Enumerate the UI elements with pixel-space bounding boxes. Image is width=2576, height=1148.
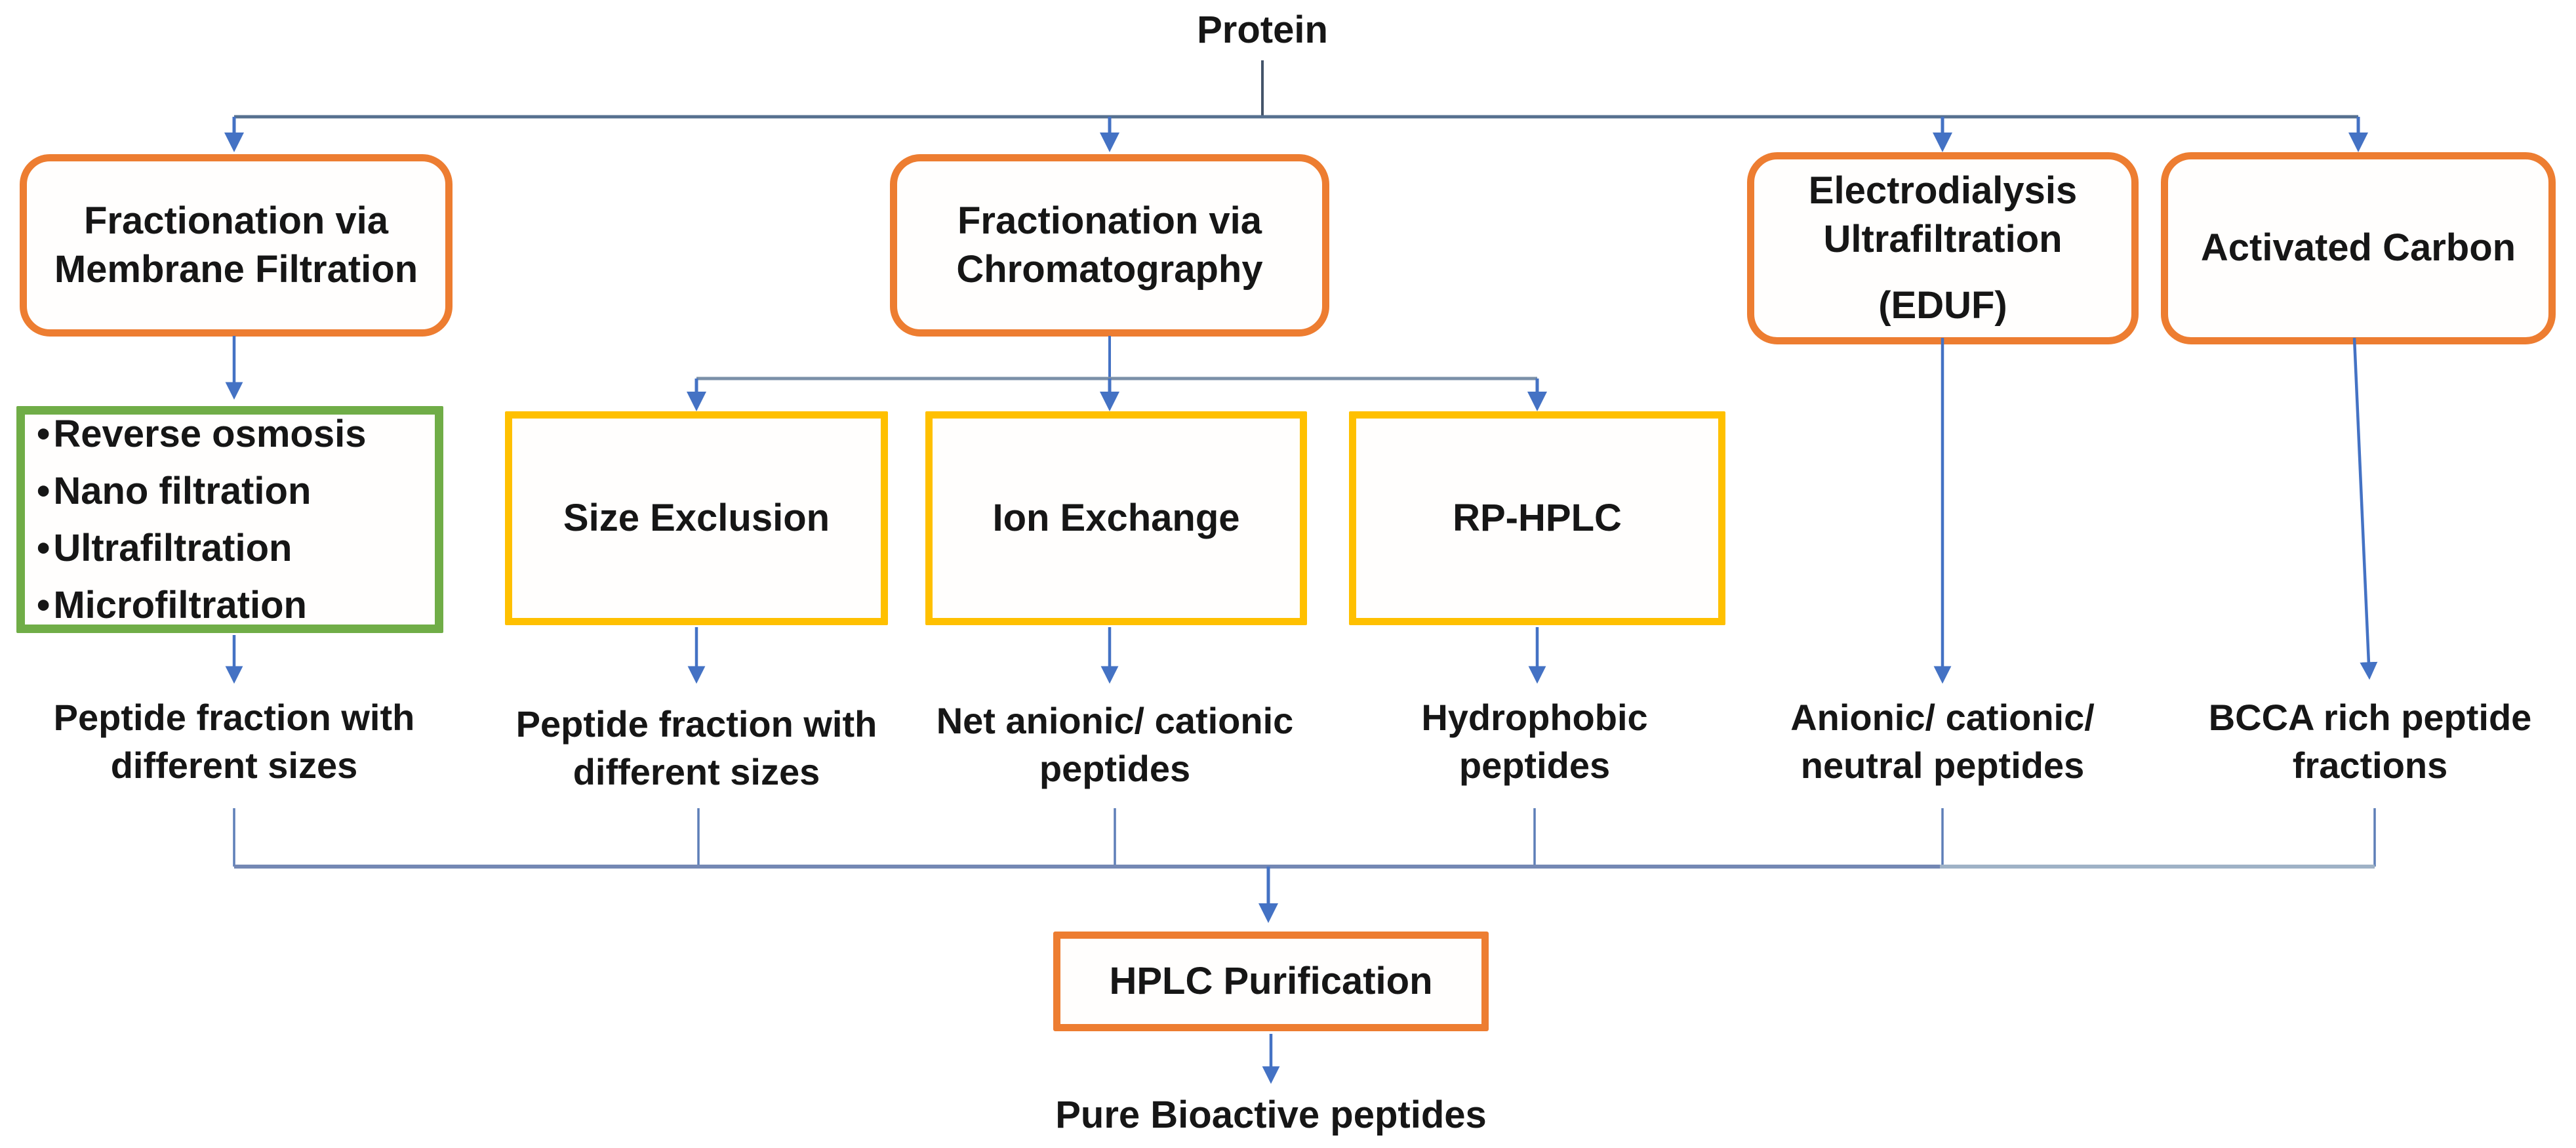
final-result-label: Pure Bioactive peptides	[1055, 1094, 1487, 1136]
outcome-eduf-line1: Anionic/ cationic/	[1790, 697, 2095, 738]
membrane-methods-list: Reverse osmosis Nano filtration Ultrafil…	[16, 406, 443, 633]
node-hplc-purification: HPLC Purification	[1053, 932, 1489, 1031]
list-item-ultrafiltration: Ultrafiltration	[37, 520, 435, 577]
node-rp-hplc: RP-HPLC	[1349, 411, 1725, 625]
node-chromatography-line1: Fractionation via	[957, 199, 1262, 242]
node-activated-carbon: Activated Carbon	[2161, 152, 2556, 344]
node-hplc-purification-label: HPLC Purification	[1109, 959, 1433, 1002]
outcome-activated-carbon-line1: BCCA rich peptide	[2208, 697, 2532, 738]
outcome-rp-hplc: Hydrophobic peptides	[1298, 694, 1771, 790]
outcome-activated-carbon-line2: fractions	[2292, 744, 2448, 786]
edge-activated-carbon-to-outcome	[2352, 337, 2378, 680]
outcome-ion-exchange: Net anionic/ cationic peptides	[879, 697, 1351, 793]
outcome-eduf-line2: neutral peptides	[1800, 744, 2085, 786]
node-eduf-line1: Electrodialysis	[1808, 169, 2078, 213]
node-ion-exchange: Ion Exchange	[925, 411, 1307, 625]
outcome-rp-hplc-line2: peptides	[1459, 744, 1611, 786]
list-item-reverse-osmosis: Reverse osmosis	[37, 405, 435, 462]
node-rp-hplc-label: RP-HPLC	[1453, 496, 1622, 539]
outcome-activated-carbon: BCCA rich peptide fractions	[2134, 694, 2576, 790]
node-eduf: Electrodialysis Ultrafiltration (EDUF)	[1747, 152, 2139, 344]
outcome-size-exclusion-line1: Peptide fraction with	[515, 703, 877, 745]
outcome-ion-exchange-line1: Net anionic/ cationic	[936, 700, 1294, 741]
protein-title: Protein	[1197, 9, 1328, 51]
list-item-nano-filtration: Nano filtration	[37, 462, 435, 520]
node-activated-carbon-line1: Activated Carbon	[2200, 226, 2516, 270]
node-eduf-abbrev: (EDUF)	[1878, 283, 2007, 327]
outcome-membrane-line2: different sizes	[110, 744, 358, 786]
outcome-eduf: Anionic/ cationic/ neutral peptides	[1706, 694, 2179, 790]
node-membrane-filtration-line2: Membrane Filtration	[54, 248, 418, 291]
node-membrane-filtration-line1: Fractionation via	[83, 199, 389, 242]
node-ion-exchange-label: Ion Exchange	[992, 496, 1240, 539]
node-size-exclusion-label: Size Exclusion	[563, 496, 830, 539]
outcome-size-exclusion-line2: different sizes	[573, 750, 820, 792]
node-eduf-line2: Ultrafiltration	[1823, 218, 2063, 261]
outcome-size-exclusion: Peptide fraction with different sizes	[460, 701, 933, 796]
node-chromatography-line2: Chromatography	[956, 248, 1263, 291]
outcome-membrane-line1: Peptide fraction with	[53, 697, 415, 738]
node-membrane-filtration: Fractionation via Membrane Filtration	[20, 154, 453, 337]
node-chromatography: Fractionation via Chromatography	[890, 154, 1329, 337]
outcome-ion-exchange-line2: peptides	[1039, 747, 1191, 789]
list-item-microfiltration: Microfiltration	[37, 577, 435, 634]
outcome-membrane: Peptide fraction with different sizes	[0, 694, 470, 790]
node-size-exclusion: Size Exclusion	[505, 411, 888, 625]
outcome-rp-hplc-line1: Hydrophobic	[1421, 697, 1648, 738]
